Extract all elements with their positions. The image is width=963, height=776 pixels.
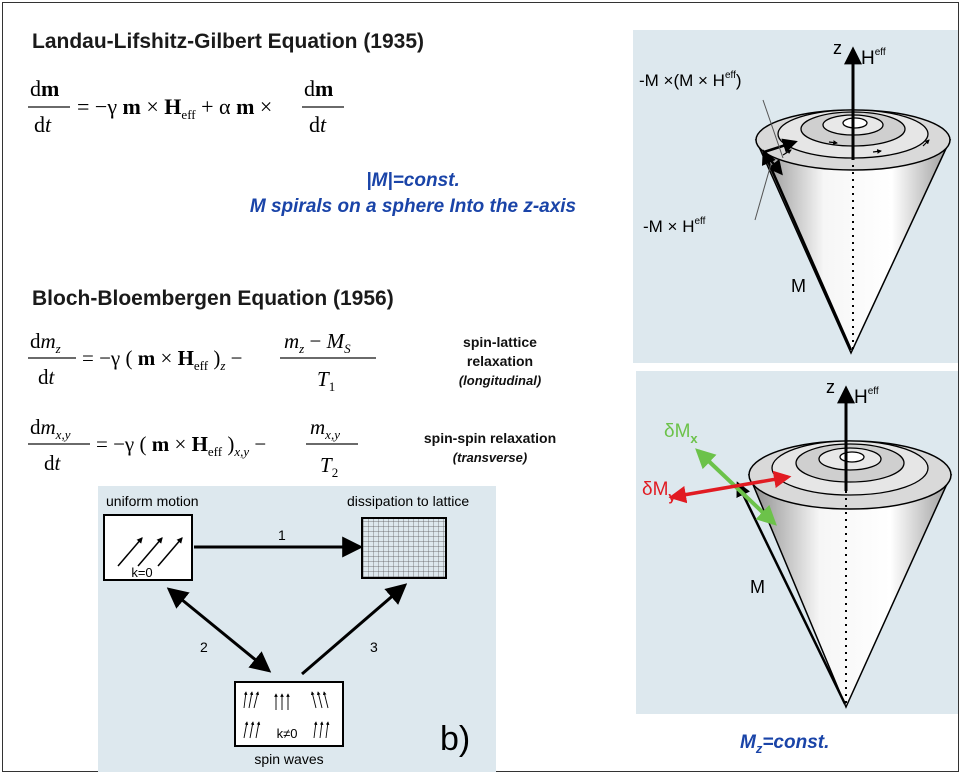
path-2-label: 2 [200,639,208,655]
damping-leader-line [762,99,784,159]
spin-lattice-label: spin-lattice relaxation (longitudinal) [440,333,560,390]
precession-cone-diagram: z Heff -M ×(M × Heff) -M × Heff M [639,38,952,355]
lattice-grid-box [361,517,447,579]
delta-my-label: δMy [642,479,676,504]
llg-heading: Landau-Lifshitz-Gilbert Equation (1935) [32,30,425,53]
spiral-rings-2 [771,440,929,496]
spin-spin-label: spin-spin relaxation (transverse) [400,429,580,467]
damping-label: -M ×(M × Heff) [639,70,742,90]
bloch-heading: Bloch-Bloembergen Equation (1956) [32,287,394,310]
llg-note-line1: |M|=const. [366,170,460,191]
spin-lattice-line1: spin-lattice [463,334,537,350]
spin-waves-title: spin waves [254,751,323,767]
heff-label-2: Heff [854,386,879,408]
svg-text:T2: T2 [320,453,338,480]
precession-cone-panel: z Heff -M ×(M × Heff) -M × Heff M [633,30,958,363]
cone-body-2 [747,474,953,709]
delta-my-arrow [668,470,792,504]
llg-equation: dm dt = −γ m × Heff + α m × dm dt [28,76,344,137]
z-label-2: z [826,377,835,397]
svg-text:T1: T1 [317,367,335,394]
m-label-2: M [750,577,765,597]
mz-const-note: Mz=const. [740,732,830,756]
svg-text:dt: dt [309,112,327,137]
path-3-label: 3 [370,639,378,655]
svg-text:mz − MS: mz − MS [284,329,351,356]
m-label: M [791,276,806,296]
magnetization-vector [761,149,853,351]
bloch-equation-z: dmz dt = −γ ( m × Heff )z − mz − MS T1 [28,329,376,394]
svg-text:dt: dt [38,365,56,389]
spin-lattice-line3: (longitudinal) [458,373,542,388]
process-diagram-panel: uniform motion k=0 dissipation to lattic… [98,486,496,772]
svg-text:= −γ ( m × Heff )z −: = −γ ( m × Heff )z − [82,346,243,373]
svg-text:= −γ m × Heff + α m ×: = −γ m × Heff + α m × [77,94,272,122]
arrow-path-2 [166,587,272,673]
process-diagram: uniform motion k=0 dissipation to lattic… [103,493,470,767]
uniform-motion-box [103,514,193,581]
cone-body [754,139,952,355]
panel-b-label: b) [440,720,470,758]
uniform-motion-title: uniform motion [106,493,199,509]
llg-note-line2: M spirals on a sphere Into the z-axis [249,196,577,217]
arrow-path-3 [301,583,408,676]
k0-label: k=0 [131,565,152,580]
precession-leader-line [754,163,772,221]
dissipation-title: dissipation to lattice [347,493,469,509]
svg-text:dmx,y: dmx,y [30,415,71,442]
z-label: z [833,38,842,58]
uniform-arrows [117,537,183,567]
bloch-equation-xy: dmx,y dt = −γ ( m × Heff )x,y − mx,y T2 [28,415,358,480]
svg-text:dt: dt [44,451,62,475]
svg-text:dmz: dmz [30,329,61,356]
spin-spin-line1: spin-spin relaxation [423,430,557,446]
path-1-label: 1 [278,527,286,543]
k-not-zero-label: k≠0 [277,726,298,741]
fluctuation-cone-diagram: z Heff δMx δMy M [642,377,953,709]
svg-text:dt: dt [34,112,52,137]
svg-text:dm: dm [304,76,333,101]
svg-text:dm: dm [30,76,59,101]
svg-text:= −γ ( m × Heff )x,y −: = −γ ( m × Heff )x,y − [96,432,266,459]
precession-label: -M × Heff [643,216,706,236]
spin-wave-arrows [243,691,330,739]
damping-torque-arrow [763,151,783,176]
spin-spin-line2: (transverse) [452,450,528,465]
delta-mx-label: δMx [664,421,698,446]
spin-lattice-line2: relaxation [466,353,534,369]
fluctuation-cone-panel: z Heff δMx δMy M [636,371,958,714]
heff-label: Heff [861,47,886,69]
svg-text:mx,y: mx,y [310,415,340,442]
